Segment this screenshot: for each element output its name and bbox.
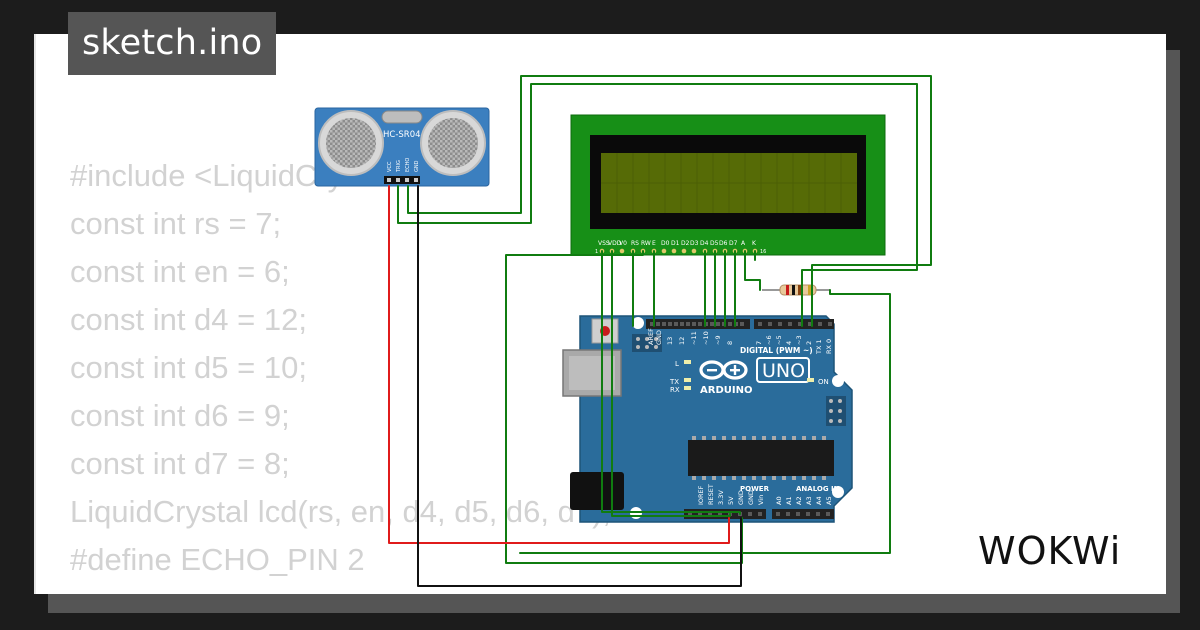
code-line: const int d5 = 10;: [70, 350, 307, 385]
power-header: [684, 509, 766, 519]
power-pin-label: GND: [737, 490, 745, 505]
digital-pin-label: AREF: [647, 328, 655, 345]
digital-pin-label: 13: [666, 337, 674, 345]
lcd-pin-label: D6: [719, 240, 728, 247]
lcd-16x2[interactable]: VSS VDD V0 RS RW E D0 D1 D2 D3 D4 D5 D6 …: [570, 114, 886, 256]
power-pin-label: 3.3V: [717, 490, 725, 505]
analog-pin-label: A5: [825, 496, 833, 505]
sensor-pin-label: ECHO: [405, 158, 411, 172]
lcd-pin-label: RW: [641, 240, 651, 247]
led-l-label: L: [675, 360, 679, 368]
analog-pin-label: A1: [785, 496, 793, 505]
digital-pin-label: 4: [785, 341, 793, 345]
led-tx-label: TX: [669, 378, 679, 386]
code-line: const int d7 = 8;: [70, 446, 290, 481]
red-wire: [388, 185, 730, 544]
lcd-pin-label: D1: [671, 240, 680, 247]
lcd-pin-last: 16: [760, 249, 766, 255]
lcd-pin-label: V0: [619, 240, 627, 247]
digital-pin-label: RX 0: [825, 339, 833, 354]
digital-pin-label: 8: [726, 341, 734, 345]
analog-pin-label: A0: [775, 496, 783, 505]
led-rx-label: RX: [670, 386, 680, 394]
board-model: UNO: [762, 360, 805, 382]
lcd-pin-label: D2: [681, 240, 690, 247]
code-line: const int rs = 7;: [70, 206, 282, 241]
digital-pin-label: GND: [655, 330, 663, 345]
code-preview: #include <LiquidCrystal.h>const int rs =…: [70, 152, 611, 594]
hc-sr04-sensor[interactable]: HC-SR04 VCC TRIG ECHO GND: [314, 107, 490, 187]
lcd-pin-label: RS: [631, 240, 639, 247]
wokwi-logo: WOKWi: [978, 529, 1121, 573]
code-line: #define TRIG_PIN 3: [70, 584, 611, 594]
code-line: LiquidCrystal lcd(rs, en, d4, d5, d6, d7…: [70, 494, 612, 529]
digital-pin-label: ~11: [690, 331, 698, 345]
lcd-pin-label: D5: [710, 240, 719, 247]
digital-pin-label: ~9: [714, 335, 722, 345]
resistor[interactable]: [762, 284, 830, 296]
analog-pin-label: A2: [795, 496, 803, 505]
lcd-pin-label: E: [652, 240, 656, 247]
atmega-chip: [688, 440, 834, 476]
digital-pin-label: 7: [755, 341, 763, 345]
power-pin-label: 5V: [727, 496, 735, 505]
digital-pin-label: 12: [678, 337, 686, 345]
lcd-pin-label: D0: [661, 240, 670, 247]
lcd-pin-label: K: [752, 240, 757, 247]
power-label: POWER: [740, 485, 770, 493]
code-line: #define ECHO_PIN 2: [70, 542, 365, 577]
digital-label: DIGITAL (PWM ~): [740, 346, 813, 355]
arduino-uno-board[interactable]: AREF GND 13 12 ~11 ~10 ~9 8 7 ~6 ~5 4 ~3…: [562, 315, 853, 523]
power-jack: [570, 472, 624, 510]
analog-label: ANALOG IN: [796, 485, 840, 493]
digital-pin-label: ~5: [775, 335, 783, 345]
analog-header: [772, 509, 834, 519]
code-line: const int d6 = 9;: [70, 398, 290, 433]
digital-pin-label: 2: [805, 341, 813, 345]
digital-pin-label: ~10: [702, 331, 710, 345]
power-pin-label: Vin: [757, 495, 765, 505]
digital-pin-label: ~3: [795, 335, 803, 345]
sensor-pin-label: VCC: [387, 161, 393, 172]
sensor-model: HC-SR04: [383, 130, 421, 140]
sensor-pin-label: TRIG: [396, 160, 402, 173]
lcd-pin-label: VDD: [608, 240, 622, 247]
analog-pin-label: A4: [815, 496, 823, 505]
arduino-logo: [699, 360, 748, 380]
power-pin-label: GND: [747, 490, 755, 505]
lcd-pin-label: D4: [700, 240, 709, 247]
lcd-pin-label: D3: [690, 240, 699, 247]
wokwi-logo-text: WOKWi: [978, 529, 1121, 573]
digital-pin-label: ~6: [765, 335, 773, 345]
digital-pin-label: TX 1: [815, 339, 823, 355]
filename-tab: sketch.ino: [68, 12, 277, 75]
led-on-label: ON: [818, 378, 829, 386]
board-brand: ARDUINO: [700, 385, 752, 396]
power-pin-label: IOREF: [697, 485, 705, 505]
power-pin-label: RESET: [707, 484, 715, 505]
digital-header-right: [754, 319, 834, 329]
black-wire: [417, 185, 742, 587]
lcd-pin-label: D7: [729, 240, 738, 247]
code-line: const int en = 6;: [70, 254, 290, 289]
lcd-pin-label: VSS: [598, 240, 610, 247]
code-line: const int d4 = 12;: [70, 302, 307, 337]
lcd-pin-first: 1: [595, 249, 598, 255]
lcd-pin-label: A: [741, 240, 746, 247]
analog-pin-label: A3: [805, 496, 813, 505]
sensor-pin-label: GND: [414, 160, 420, 172]
